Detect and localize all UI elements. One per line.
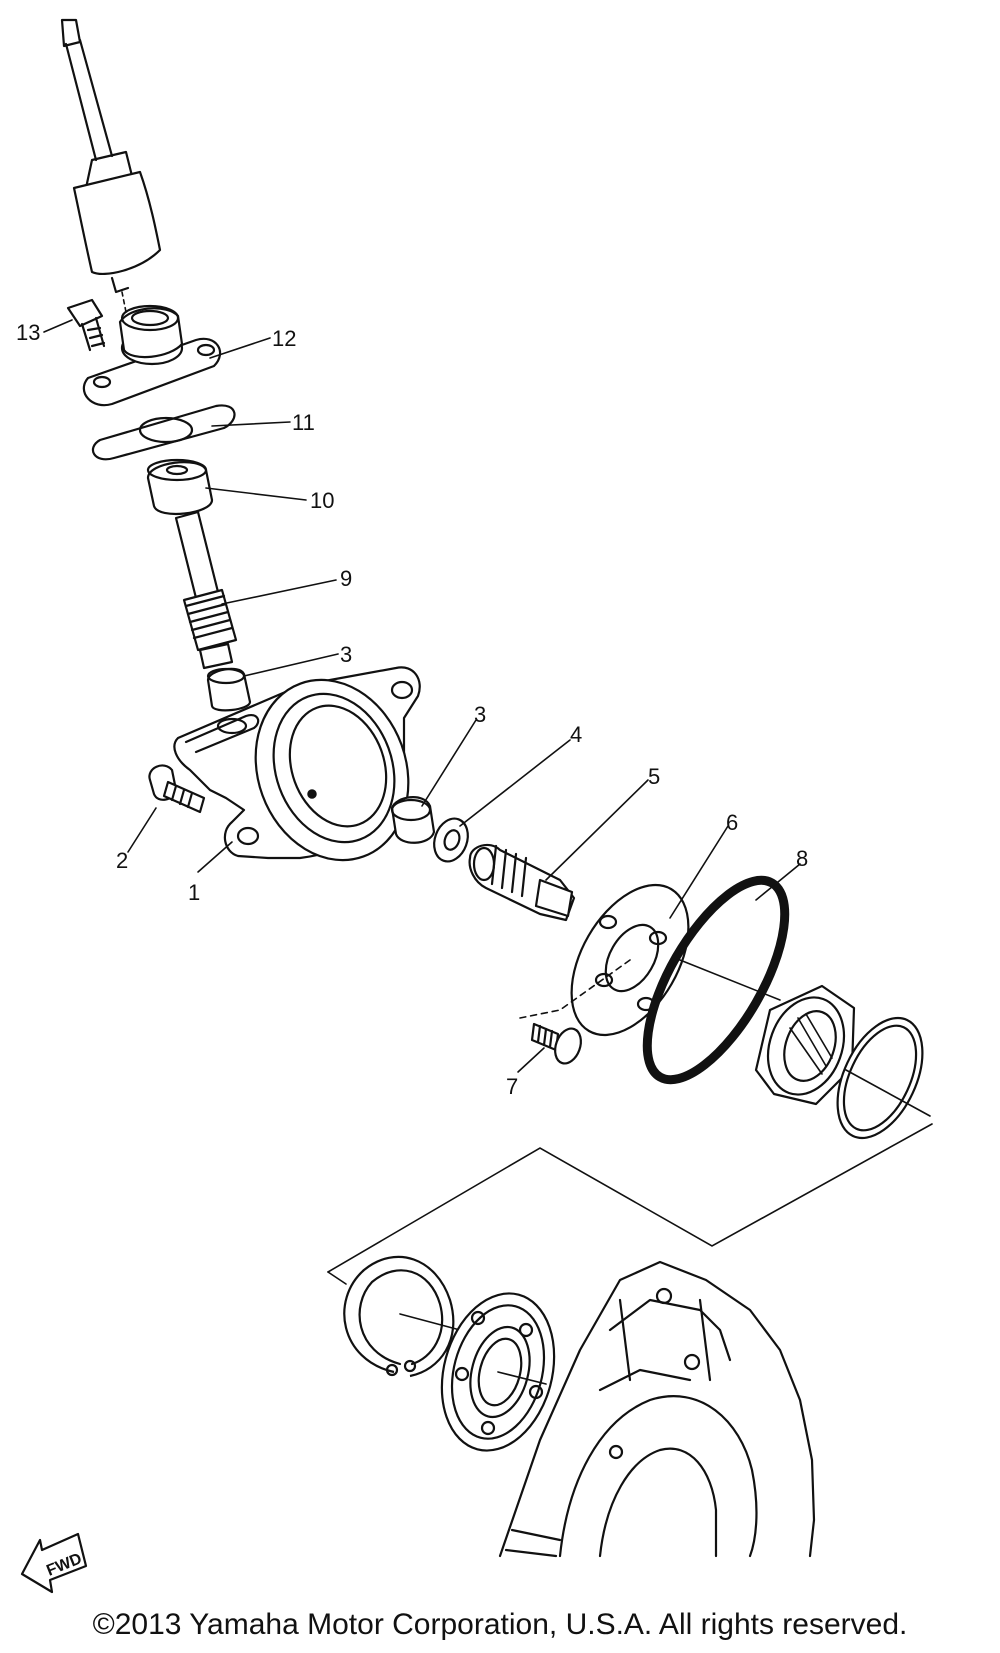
copyright-notice: ©2013 Yamaha Motor Corporation, U.S.A. A… [92,1608,908,1641]
callout-12: 12 [272,326,296,351]
callout-1: 1 [188,880,200,905]
screw-7 [530,1022,582,1065]
bushing-10 [146,458,214,516]
bolt-13 [66,298,106,352]
thrust-washer [836,1016,931,1140]
gasket-11 [91,404,236,461]
wheel-hub [498,1260,816,1558]
callout-4: 4 [570,722,582,747]
callout-3-upper: 3 [340,642,352,667]
hex-nut [754,984,856,1106]
assembly-boundary [327,1123,933,1285]
callout-13: 13 [16,320,40,345]
speedometer-cable [60,18,162,313]
callout-6: 6 [726,810,738,835]
callout-9: 9 [340,566,352,591]
callout-3-lower: 3 [474,702,486,727]
circlip [343,1255,461,1378]
bushing-3-lower [390,796,436,844]
callout-labels: 13 12 11 10 9 3 3 4 5 6 8 2 1 7 [16,320,808,1099]
leader-lines [43,319,801,1073]
callout-10: 10 [310,488,334,513]
callout-5: 5 [648,764,660,789]
bearing [440,1292,556,1452]
fwd-arrow-icon: FWD [20,1532,88,1594]
o-ring-8 [642,875,790,1085]
callout-11: 11 [292,410,315,435]
drive-gear-5 [468,843,576,922]
gear-housing-1 [173,666,421,862]
callout-2: 2 [116,848,128,873]
washer-4 [433,817,469,863]
bushing-3-upper [206,667,252,712]
cable-fitting-12 [82,304,222,407]
callout-7: 7 [506,1074,518,1099]
driven-gear-9 [174,510,238,670]
bolt-2 [148,764,206,814]
callout-8: 8 [796,846,808,871]
